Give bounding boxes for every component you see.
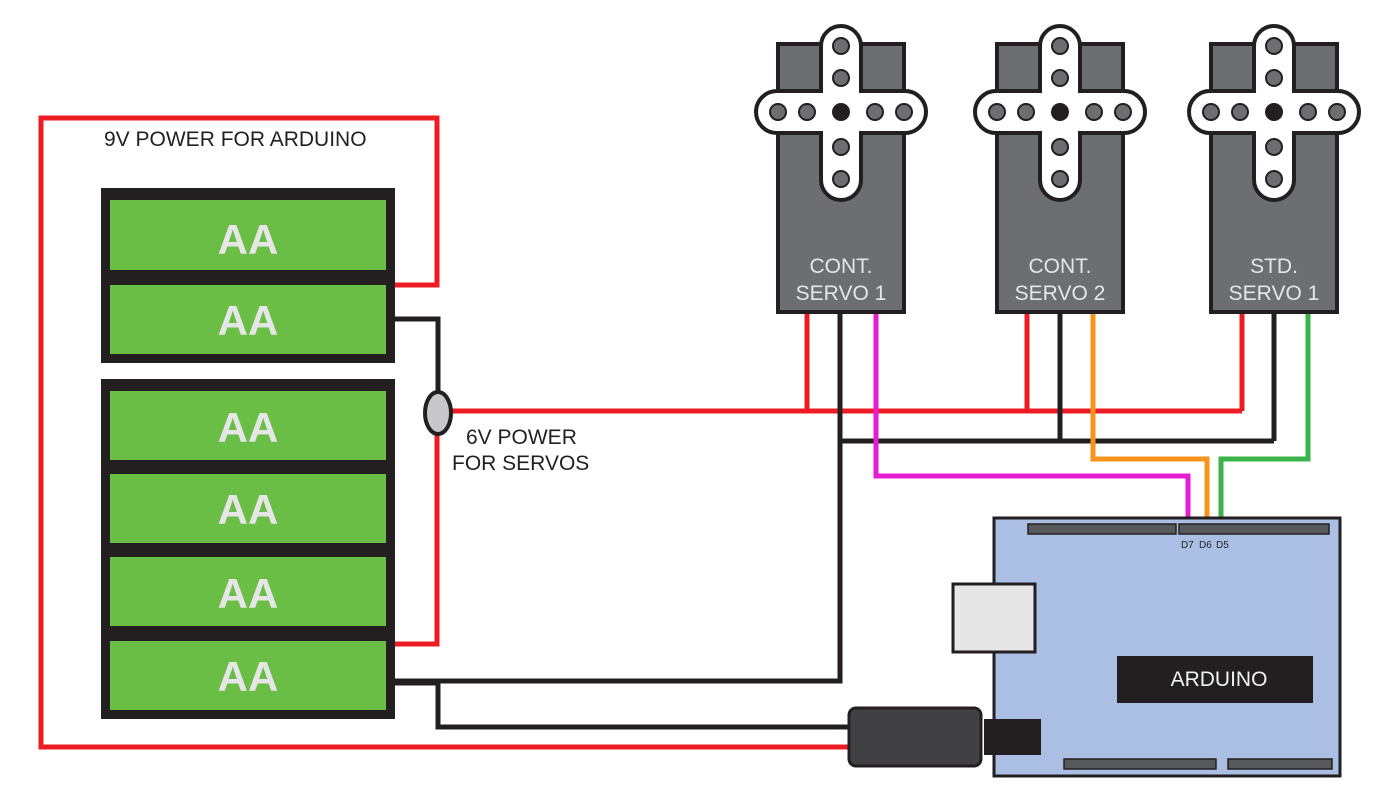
pin-label-d5: D5 <box>1216 540 1229 551</box>
arduino-pcb <box>992 516 1342 778</box>
servo-cont-2: CONT. SERVO 2 <box>973 24 1147 314</box>
battery-label: AA <box>218 570 279 617</box>
servo-horn <box>973 24 1147 202</box>
wire-signal-d6 <box>1090 313 1210 530</box>
wire-9v-negative <box>395 680 850 730</box>
wire-servo1-black <box>395 313 843 684</box>
arduino-label: ARDUINO <box>1171 668 1268 691</box>
battery-cell <box>110 200 386 270</box>
power-switch <box>423 390 453 436</box>
battery-cell <box>110 641 386 710</box>
label-9v-power: 9V POWER FOR ARDUINO <box>104 128 367 151</box>
pin-label-d6: D6 <box>1199 540 1212 551</box>
label-6v-power-line2: FOR SERVOS <box>452 452 589 475</box>
battery-pack-6v: AA AA AA AA <box>101 379 395 719</box>
battery-cell <box>110 391 386 460</box>
header-top-right <box>1178 523 1330 535</box>
battery-label: AA <box>218 297 279 344</box>
label-6v-power-line1: 6V POWER <box>466 426 577 449</box>
wire-6v-negative-battery <box>395 316 441 398</box>
header-top-left <box>1027 523 1177 535</box>
wire-signal-d5 <box>1218 313 1311 530</box>
servo-cont-1: CONT. SERVO 1 <box>754 24 928 314</box>
servo-std-1: STD. SERVO 1 <box>1187 24 1361 314</box>
battery-cell <box>110 285 386 354</box>
wire-9v-positive <box>38 115 850 750</box>
servo-label-line2: SERVO 1 <box>1229 282 1320 305</box>
header-bottom-right <box>1227 758 1333 770</box>
wires <box>38 115 1311 750</box>
servo-label-line1: CONT. <box>810 255 873 278</box>
servo-horn <box>1187 24 1361 202</box>
battery-pack-9v: AA AA <box>101 188 395 363</box>
servo-horn <box>754 24 928 202</box>
arduino-label-box <box>1117 656 1313 703</box>
header-bottom-left <box>1063 758 1217 770</box>
arduino-board: D7 D6 D5 ARDUINO <box>951 516 1342 778</box>
battery-cell <box>110 557 386 626</box>
wire-signal-d7 <box>873 313 1191 530</box>
battery-cell <box>110 474 386 543</box>
wire-switch-to-battery <box>395 430 440 647</box>
usb-port <box>951 582 1037 654</box>
pin-label-d7: D7 <box>1181 540 1194 551</box>
barrel-plug <box>847 706 983 768</box>
servo-label-line2: SERVO 1 <box>796 282 887 305</box>
battery-label: AA <box>218 404 279 451</box>
battery-label: AA <box>218 216 279 263</box>
barrel-jack <box>984 719 1041 755</box>
servo-label-line1: CONT. <box>1029 255 1092 278</box>
battery-label: AA <box>218 486 279 533</box>
servo-label-line2: SERVO 2 <box>1015 282 1106 305</box>
battery-label: AA <box>218 653 279 700</box>
servo-label-line1: STD. <box>1250 255 1298 278</box>
